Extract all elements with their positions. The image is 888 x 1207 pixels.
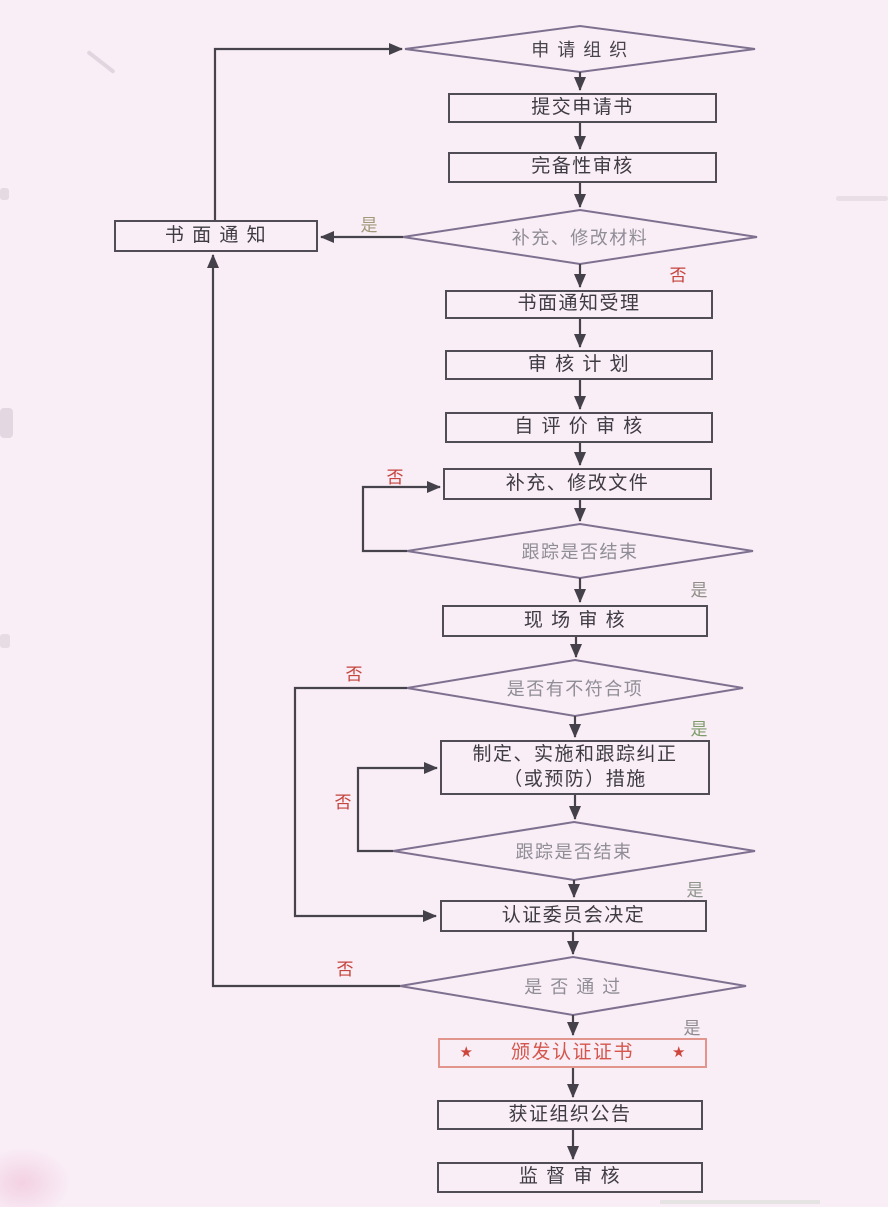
node-completeness-review-label: 完备性审核 xyxy=(531,156,634,178)
node-surveillance-audit-label: 监 督 审 核 xyxy=(518,1166,622,1188)
edge-notice-to-apply-org xyxy=(213,43,403,220)
node-corrective-measures-line2: （或预防）措施 xyxy=(503,768,647,790)
edge-pass-no-to-notice xyxy=(207,254,400,988)
diamond-tracking-finished-2 xyxy=(392,820,756,882)
diamond-supplement-materials-label: 补充、修改材料 xyxy=(511,228,649,248)
node-written-notice-label: 书 面 通 知 xyxy=(164,224,268,246)
edge-label-no-loop-measures: 否 xyxy=(334,792,352,812)
node-self-evaluation-audit-label: 自 评 价 审 核 xyxy=(514,416,644,438)
diamond-pass-check-label: 是 否 通 过 xyxy=(524,977,622,997)
node-surveillance-audit: 监 督 审 核 xyxy=(437,1162,703,1193)
node-written-notice: 书 面 通 知 xyxy=(114,220,318,252)
diamond-nonconformity-check xyxy=(406,658,744,718)
node-audit-plan: 审 核 计 划 xyxy=(445,350,713,380)
edge-tracking2-no-loop xyxy=(356,762,438,853)
node-committee-decision-label: 认证委员会决定 xyxy=(501,904,646,926)
edge-tracking1-no-loop xyxy=(361,481,441,553)
node-submit-application-label: 提交申请书 xyxy=(531,96,634,118)
edge-label-no-to-acceptance: 否 xyxy=(669,265,687,285)
node-announcement-label: 获证组织公告 xyxy=(508,1103,632,1125)
edge-label-no-nonconformity: 否 xyxy=(345,664,363,684)
edge-label-no-pass: 否 xyxy=(336,959,354,979)
node-acceptance-notice: 书面通知受理 xyxy=(445,290,713,319)
diamond-nonconformity-check-label: 是否有不符合项 xyxy=(506,679,644,699)
edge-label-yes-nonconformity: 是 xyxy=(690,719,708,739)
node-issue-certificate-label: 颁发认证证书 xyxy=(510,1041,634,1063)
node-onsite-audit-label: 现 场 审 核 xyxy=(523,609,627,631)
node-completeness-review: 完备性审核 xyxy=(448,152,717,183)
star-icon: ★ xyxy=(459,1044,473,1062)
node-announcement: 获证组织公告 xyxy=(437,1100,703,1130)
node-onsite-audit: 现 场 审 核 xyxy=(442,605,708,637)
star-icon: ★ xyxy=(672,1044,686,1062)
node-audit-plan-label: 审 核 计 划 xyxy=(527,353,631,375)
diamond-apply-org xyxy=(404,24,756,74)
diamond-tracking-finished-1-label: 跟踪是否结束 xyxy=(521,542,639,562)
edge-label-yes-after-tracking2: 是 xyxy=(686,880,704,900)
node-supplement-documents: 补充、修改文件 xyxy=(443,468,712,500)
node-acceptance-notice-label: 书面通知受理 xyxy=(517,293,641,315)
edge-label-yes-pass: 是 xyxy=(683,1018,701,1038)
diamond-apply-org-label: 申 请 组 织 xyxy=(531,40,629,60)
diamond-supplement-materials xyxy=(402,208,758,266)
edge-label-yes-after-tracking1: 是 xyxy=(690,580,708,600)
edge-label-no-loop-documents: 否 xyxy=(386,467,404,487)
diamond-tracking-finished-2-label: 跟踪是否结束 xyxy=(515,842,633,862)
node-corrective-measures-line1: 制定、实施和跟踪纠正 xyxy=(472,743,678,765)
node-committee-decision: 认证委员会决定 xyxy=(440,900,707,932)
diamond-pass-check xyxy=(399,955,747,1017)
edge-nonconformity-no-to-decision xyxy=(293,686,437,922)
diamond-tracking-finished-1 xyxy=(406,522,754,580)
edge-label-yes-to-notice: 是 xyxy=(360,215,378,235)
node-self-evaluation-audit: 自 评 价 审 核 xyxy=(445,412,713,443)
node-submit-application: 提交申请书 xyxy=(448,93,717,123)
node-issue-certificate: ★ 颁发认证证书 ★ xyxy=(438,1038,707,1068)
node-supplement-documents-label: 补充、修改文件 xyxy=(505,472,650,494)
node-corrective-measures: 制定、实施和跟踪纠正 （或预防）措施 xyxy=(440,740,710,795)
